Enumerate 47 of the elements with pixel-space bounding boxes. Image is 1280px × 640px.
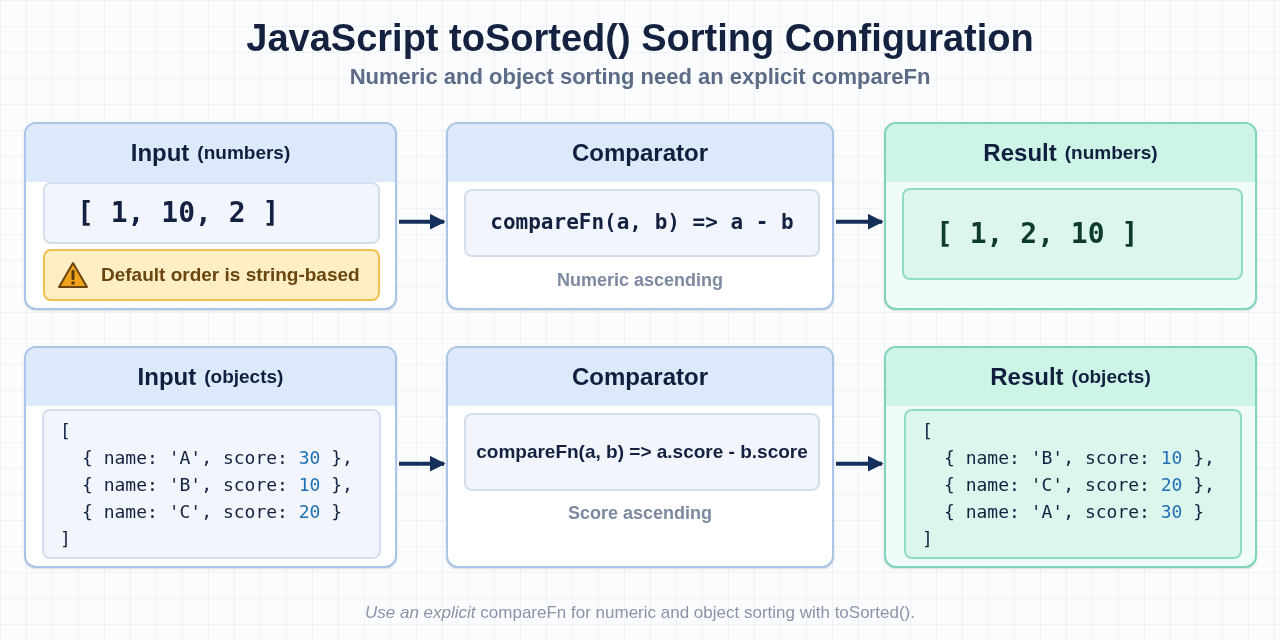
code-box	[464, 189, 820, 257]
warning-box	[43, 249, 380, 301]
code-line: [ 1, 2, 10 ]	[936, 216, 1140, 252]
panel-title: Comparator	[572, 362, 708, 392]
code-box	[904, 409, 1242, 559]
code-line: { name: 'A', score: 30 }	[943, 499, 1206, 524]
panel-title: Input	[137, 362, 197, 392]
arrow	[399, 213, 446, 230]
code-box	[464, 413, 820, 491]
code-line: ]	[922, 526, 934, 551]
panel-subtitle: (objects)	[204, 364, 284, 389]
panel-card	[884, 122, 1257, 310]
code-line: [	[922, 418, 934, 443]
arrow	[836, 213, 884, 230]
panel-title: Input	[130, 138, 190, 168]
panel-card	[884, 346, 1257, 568]
panel-card	[446, 346, 834, 568]
caption: Use an explicit compareFn for numeric and object sorting with toSorted().	[364, 602, 916, 624]
code-line: { name: 'C', score: 20 },	[943, 472, 1216, 497]
code-line: { name: 'A', score: 30 },	[81, 445, 354, 470]
subtitle: Numeric and object sorting need an explicit compareFn	[348, 63, 932, 91]
panel-subtitle: (objects)	[1071, 364, 1151, 389]
code-line: [ 1, 10, 2 ]	[77, 195, 281, 231]
panel-card	[446, 122, 834, 310]
code-line: { name: 'B', score: 10 },	[943, 445, 1216, 470]
panel-card	[24, 122, 397, 310]
code-box	[42, 409, 381, 559]
panel-title: Comparator	[572, 138, 708, 168]
arrow	[836, 455, 884, 472]
comparator-note: Score ascending	[566, 502, 714, 525]
code-line: [	[60, 418, 72, 443]
panel-title: Result	[983, 138, 1057, 168]
title: JavaScript toSorted() Sorting Configuration	[245, 16, 1035, 61]
code-line: { name: 'B', score: 10 },	[81, 472, 354, 497]
warning-text: Default order is string-based	[101, 262, 360, 287]
code-line: { name: 'C', score: 20 }	[81, 499, 344, 524]
code-line: compareFn(a, b) => a.score - b.score	[476, 439, 808, 464]
panel-card	[24, 346, 397, 568]
panel-subtitle: (numbers)	[197, 140, 291, 165]
code-box	[43, 182, 380, 244]
code-box	[902, 188, 1243, 280]
code-line: ]	[60, 526, 72, 551]
panel-title: Result	[990, 362, 1064, 392]
code-line: compareFn(a, b) => a - b	[490, 209, 794, 237]
comparator-note: Numeric ascending	[555, 269, 725, 292]
arrow	[399, 455, 446, 472]
panel-subtitle: (numbers)	[1064, 140, 1158, 165]
